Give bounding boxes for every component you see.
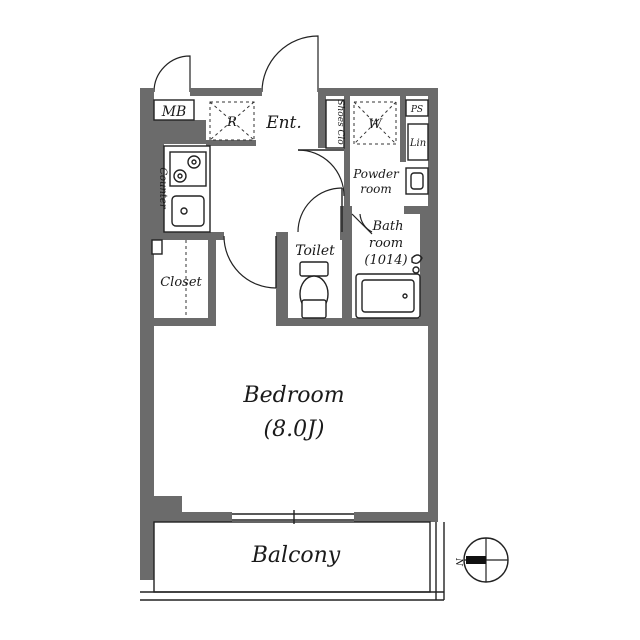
label-shoes-closet: Shoes Clo (335, 99, 345, 145)
entrance-door (261, 35, 319, 93)
fixtures (151, 99, 429, 319)
label-bedroom: Bedroom (242, 383, 344, 408)
interior-walls (154, 96, 428, 326)
label-refrigerator: R (226, 115, 237, 130)
compass-icon (463, 537, 509, 583)
label-powder-room-2: room (360, 182, 392, 196)
label-powder-room-1: Powder (352, 167, 400, 181)
label-toilet: Toilet (295, 243, 335, 259)
label-bath-3: (1014) (364, 253, 407, 268)
label-washer: W (368, 117, 383, 132)
label-bedroom-size: (8.0J) (264, 417, 325, 442)
label-balcony: Balcony (251, 543, 341, 568)
label-bath-2: room (369, 236, 403, 251)
label-bath-1: Bath (372, 219, 404, 234)
label-mb: MB (161, 104, 187, 120)
outer-walls (140, 88, 438, 580)
mb-door (153, 55, 191, 93)
interior-doors (223, 149, 373, 289)
label-closet: Closet (160, 275, 202, 290)
compass-label: N (453, 557, 463, 567)
label-entrance: Ent. (265, 113, 302, 133)
balcony (140, 521, 445, 601)
label-linen: Lin (409, 138, 426, 149)
label-pipe-space: PS (410, 105, 423, 115)
label-counter: Counter (157, 167, 168, 209)
